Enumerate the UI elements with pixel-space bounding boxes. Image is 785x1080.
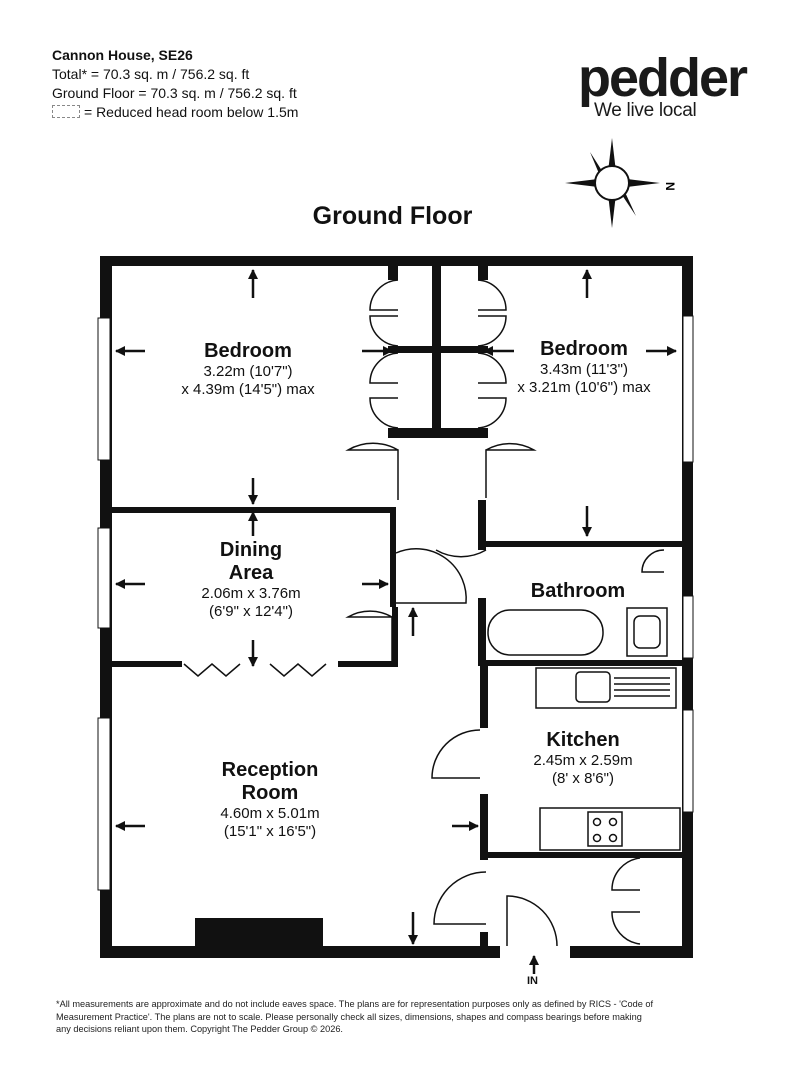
ground-floor-area: Ground Floor = 70.3 sq. m / 756.2 sq. ft: [52, 85, 297, 101]
room-dimension: x 4.39m (14'5") max: [181, 381, 315, 398]
windows: [97, 315, 694, 891]
property-name: Cannon House, SE26: [52, 47, 193, 63]
bifold-doors: [183, 663, 327, 677]
room-name: Reception: [221, 759, 319, 781]
fixtures: [487, 607, 681, 851]
room-dining-area: Dining Area 2.06m x 3.76m (6'9" x 12'4"): [201, 539, 300, 621]
room-dimension: (6'9" x 12'4"): [209, 603, 293, 620]
room-dimension: (8' x 8'6"): [552, 770, 614, 787]
room-dimension: 2.06m x 3.76m: [201, 585, 301, 602]
room-dimension: (15'1" x 16'5"): [223, 823, 317, 840]
room-name: Bedroom: [540, 338, 628, 360]
dimension-arrows: [115, 269, 677, 974]
room-dimension: x 3.21m (10'6") max: [517, 379, 651, 396]
reduced-headroom-text: = Reduced head room below 1.5m: [84, 104, 299, 120]
reduced-headroom-key: = Reduced head room below 1.5m: [52, 103, 298, 122]
disclaimer-footer: *All measurements are approximate and do…: [56, 999, 654, 1034]
room-name: Room: [241, 782, 299, 804]
logo-tagline: We live local: [594, 100, 697, 121]
room-name: Kitchen: [546, 729, 620, 751]
room-kitchen: Kitchen 2.45m x 2.59m (8' x 8'6"): [533, 729, 632, 788]
room-bathroom: Bathroom: [531, 580, 625, 603]
floor-title: Ground Floor: [312, 202, 473, 230]
room-dimension: 2.45m x 2.59m: [533, 752, 633, 769]
pedder-logo: pedder We live local: [578, 48, 748, 122]
room-name: Bathroom: [530, 580, 626, 602]
room-bedroom-2: Bedroom 3.43m (11'3") x 3.21m (10'6") ma…: [517, 338, 650, 397]
room-bedroom-1: Bedroom 3.22m (10'7") x 4.39m (14'5") ma…: [181, 340, 314, 399]
property-header: Cannon House, SE26 Total* = 70.3 sq. m /…: [52, 46, 298, 122]
doors: [345, 279, 665, 947]
room-dimension: 4.60m x 5.01m: [220, 805, 320, 822]
room-name: Dining: [219, 539, 283, 561]
room-name: Bedroom: [204, 340, 292, 362]
compass-icon: N: [565, 138, 677, 228]
entrance-label: IN: [527, 975, 538, 987]
room-dimension: 3.43m (11'3"): [540, 361, 628, 378]
compass-north-label: N: [663, 182, 677, 191]
room-dimension: 3.22m (10'7"): [203, 363, 293, 380]
dashed-box-icon: [52, 105, 80, 118]
logo-word: pedder: [578, 48, 748, 108]
room-name: Area: [228, 562, 274, 584]
room-reception: Reception Room 4.60m x 5.01m (15'1" x 16…: [220, 759, 319, 841]
total-area: Total* = 70.3 sq. m / 756.2 sq. ft: [52, 66, 250, 82]
